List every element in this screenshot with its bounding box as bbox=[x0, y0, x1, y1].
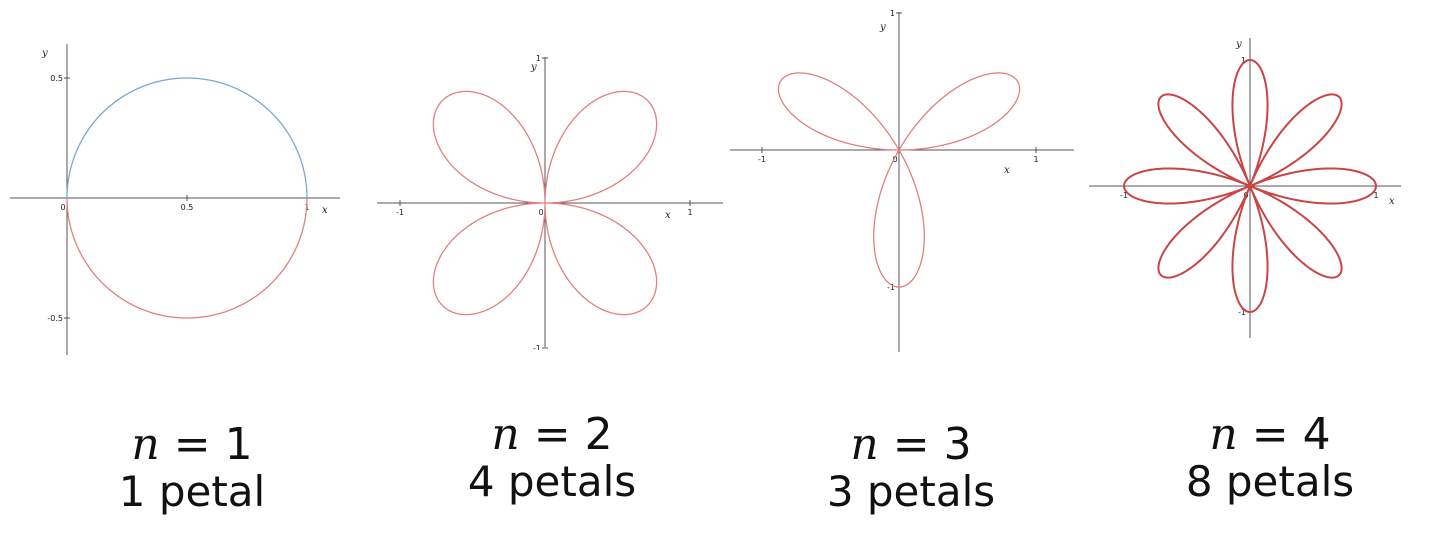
y-tick-label: 1 bbox=[1241, 56, 1246, 65]
x-tick-label: -1 bbox=[1120, 191, 1128, 200]
plot-n2: -1 0 1 1 -1 x y bbox=[377, 55, 723, 350]
petal-count-label: 8 petals bbox=[1185, 457, 1355, 506]
x-tick-label: 0 bbox=[538, 208, 543, 217]
x-tick-label: -1 bbox=[758, 155, 766, 164]
y-axis-label: y bbox=[1235, 39, 1242, 50]
curve-segment bbox=[1123, 59, 1377, 313]
x-tick-label: 0.5 bbox=[181, 203, 194, 212]
plot-n3: -1 0 1 1 -1 x y bbox=[730, 10, 1074, 352]
x-tick-label: 0 bbox=[60, 203, 65, 212]
petal-count-label: 3 petals bbox=[826, 467, 996, 516]
x-tick-label: 1 bbox=[1373, 191, 1378, 200]
equation-equals: = bbox=[533, 409, 571, 460]
equation-number: 3 bbox=[943, 419, 972, 470]
x-tick-label: -1 bbox=[396, 208, 404, 217]
caption-equation: n = 1 bbox=[52, 422, 332, 468]
equation-number: 1 bbox=[224, 419, 253, 470]
petal-count-label: 1 petal bbox=[118, 467, 266, 516]
petal-count-label: 4 petals bbox=[467, 457, 637, 506]
curve-segment bbox=[432, 90, 658, 316]
caption-n3: n = 3 3 petals bbox=[771, 422, 1051, 516]
caption-equation: n = 2 bbox=[412, 412, 692, 458]
x-tick-label: 1 bbox=[687, 208, 692, 217]
y-tick-label: 1 bbox=[536, 55, 541, 63]
curve-segment bbox=[66, 77, 308, 199]
caption-n1: n = 1 1 petal bbox=[52, 422, 332, 516]
y-axis-label: y bbox=[41, 48, 48, 59]
x-axis-label: x bbox=[1389, 196, 1395, 207]
caption-equation: n = 3 bbox=[771, 422, 1051, 468]
equation-variable: n bbox=[850, 419, 879, 470]
caption-equation: n = 4 bbox=[1130, 412, 1410, 458]
equation-number: 4 bbox=[1302, 409, 1331, 460]
x-tick-label: 0 bbox=[892, 155, 897, 164]
equation-equals: = bbox=[892, 419, 930, 470]
y-tick-label: 1 bbox=[890, 10, 895, 18]
equation-variable: n bbox=[491, 409, 520, 460]
equation-equals: = bbox=[173, 419, 211, 470]
y-tick-label: -0.5 bbox=[47, 314, 63, 323]
curve-segment bbox=[777, 72, 1021, 288]
x-tick-label: 1 bbox=[1033, 155, 1038, 164]
x-axis-label: x bbox=[322, 205, 328, 216]
caption-n4: n = 4 8 petals bbox=[1130, 412, 1410, 506]
equation-variable: n bbox=[1209, 409, 1238, 460]
curve-segment bbox=[66, 197, 308, 319]
y-axis-label: y bbox=[879, 22, 886, 33]
x-axis-label: x bbox=[1004, 165, 1010, 176]
x-axis-label: x bbox=[665, 210, 671, 221]
caption-n2: n = 2 4 petals bbox=[412, 412, 692, 506]
equation-number: 2 bbox=[584, 409, 613, 460]
equation-equals: = bbox=[1251, 409, 1289, 460]
y-axis-label: y bbox=[530, 62, 537, 73]
equation-variable: n bbox=[131, 419, 160, 470]
y-tick-label: 0.5 bbox=[50, 74, 63, 83]
y-tick-label: -1 bbox=[887, 283, 895, 292]
y-tick-label: -1 bbox=[533, 344, 541, 350]
y-tick-label: -1 bbox=[1238, 308, 1246, 317]
